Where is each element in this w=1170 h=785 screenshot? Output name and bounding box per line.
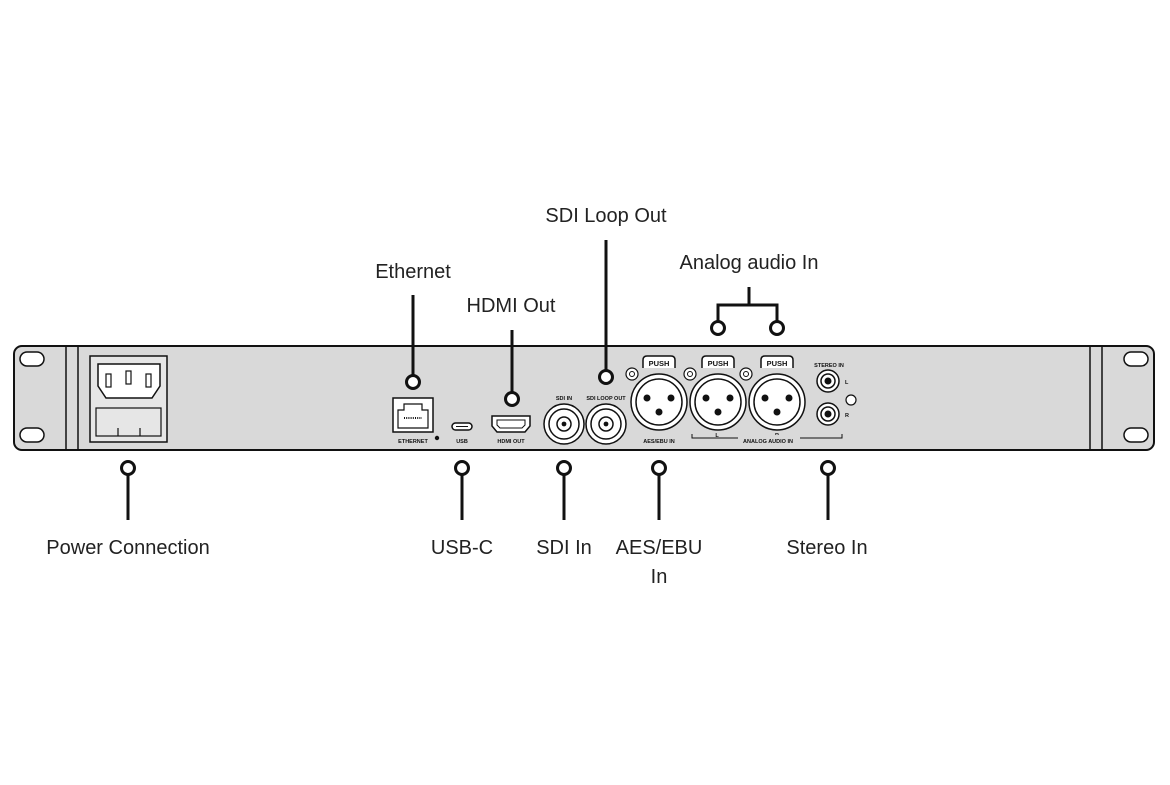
leader-dot-hdmi-out [504, 391, 520, 407]
xlr-r-inner [753, 378, 801, 426]
panel-label-usb: USB [456, 439, 468, 445]
analog-audio-bracket: ANALOG AUDIO IN [691, 434, 843, 445]
rack-slot-bottom-left [19, 427, 45, 443]
rack-chassis [13, 345, 1155, 451]
status-led [434, 435, 440, 441]
aes-push-tab [642, 355, 676, 368]
analog-screw-right-hole [743, 371, 749, 377]
xlr-l-push-label: PUSH [708, 359, 729, 368]
xlr-r-push-label: PUSH [767, 359, 788, 368]
hdmi-socket-inner [496, 419, 526, 429]
callout-stereo-in: Stereo In [786, 537, 868, 559]
xlr-l-inner [694, 378, 742, 426]
leader-dot-stereo-in [820, 460, 836, 476]
xlr-r-pin-1 [761, 394, 769, 402]
xlr-r-push-tab [760, 355, 794, 368]
panel-label-ethernet: ETHERNET [398, 439, 428, 445]
callout-analog-audio-in: Analog audio In [679, 252, 819, 274]
leader-dot-usb-c [454, 460, 470, 476]
stereo-screw [845, 394, 857, 406]
analog-audio-label-bg [738, 435, 800, 443]
leader-dot-power [120, 460, 136, 476]
rack-slot-bottom-right [1123, 427, 1149, 443]
panel-label-analog-audio-in: ANALOG AUDIO IN [743, 439, 793, 445]
panel-label-sdi-loop-out: SDI LOOP OUT [586, 396, 626, 402]
stereo-rca-inputs: STEREO IN L R [814, 363, 857, 426]
panel-label-stereo-in: STEREO IN [814, 363, 844, 369]
ethernet-port: ETHERNET [392, 397, 440, 445]
analog-xlr-right: PUSH R [739, 355, 806, 439]
panel-label-xlr-left: L [715, 433, 719, 439]
leader-dot-analog-right [769, 320, 785, 336]
leader-dot-analog-left [710, 320, 726, 336]
aes-screw-top-hole [629, 371, 635, 377]
panel-label-rca-left: L [845, 380, 849, 386]
power-pin-earth [125, 370, 132, 385]
panel-label-rca-right: R [845, 413, 849, 419]
chassis-body [13, 345, 1155, 451]
panel-label-hdmi-out: HDMI OUT [497, 439, 525, 445]
panel-label-sdi-in: SDI IN [556, 396, 572, 402]
leader-dot-aes-ebu [651, 460, 667, 476]
analog-screw-left-hole [687, 371, 693, 377]
callout-hdmi-out: HDMI Out [466, 295, 556, 317]
xlr-r-pin-3 [773, 408, 781, 416]
callout-aes-ebu-in: AES/EBU In [615, 537, 703, 588]
analog-xlr-left: PUSH L [683, 355, 747, 439]
usb-c-port: USB [451, 422, 473, 445]
aes-push-label: PUSH [649, 359, 670, 368]
sdi-in-pin [561, 421, 567, 427]
callout-sdi-in: SDI In [536, 537, 592, 559]
leader-dot-sdi-in [556, 460, 572, 476]
sdi-in-connector: SDI IN [543, 396, 585, 445]
panel-label-aes-ebu-in: AES/EBU IN [643, 439, 675, 445]
rack-slot-top-left [19, 351, 45, 367]
xlr-l-push-tab [701, 355, 735, 368]
aes-xlr-inner [635, 378, 683, 426]
power-pin-right [145, 373, 152, 388]
callout-usb-c: USB-C [430, 537, 494, 559]
aes-pin-2 [667, 394, 675, 402]
power-inlet [89, 355, 168, 443]
xlr-l-pin-2 [726, 394, 734, 402]
xlr-l-pin-1 [702, 394, 710, 402]
aes-pin-3 [655, 408, 663, 416]
rca-left-pin [824, 377, 832, 385]
power-pin-left [105, 373, 112, 388]
sdi-loop-out-connector: SDI LOOP OUT [585, 396, 627, 445]
callout-ethernet: Ethernet [375, 261, 451, 283]
leader-line-analog-audio-in [716, 287, 779, 321]
sdi-loop-pin [603, 421, 609, 427]
hdmi-out-port: HDMI OUT [491, 415, 531, 445]
callout-sdi-loop-out: SDI Loop Out [545, 205, 667, 227]
callout-leaders [120, 240, 836, 520]
power-fuse-drawer [95, 407, 162, 437]
rca-right-pin [824, 410, 832, 418]
aes-ebu-xlr: PUSH AES/EBU IN [625, 355, 688, 445]
xlr-r-pin-2 [785, 394, 793, 402]
rack-slot-top-right [1123, 351, 1149, 367]
ethernet-jack-inner [397, 403, 429, 429]
leader-dot-ethernet [405, 374, 421, 390]
leader-dot-sdi-loop-out [598, 369, 614, 385]
xlr-l-pin-3 [714, 408, 722, 416]
aes-pin-1 [643, 394, 651, 402]
callout-power-connection: Power Connection [46, 537, 210, 559]
